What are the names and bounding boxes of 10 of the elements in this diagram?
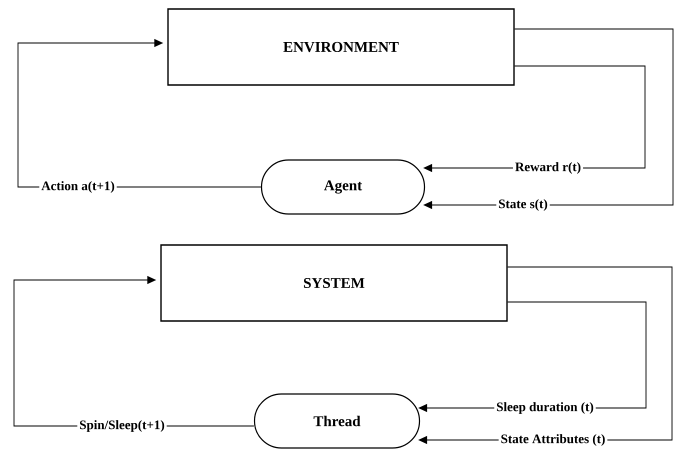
rounded-box: Thread — [254, 393, 420, 449]
edge-label: Reward r(t) — [512, 160, 584, 176]
process-box: ENVIRONMENT — [167, 8, 515, 86]
edge-label: Action a(t+1) — [39, 179, 117, 195]
process-box: SYSTEM — [160, 244, 508, 322]
edge-label: Spin/Sleep(t+1) — [77, 418, 167, 434]
edge-label: State s(t) — [496, 197, 550, 213]
edge-label: Sleep duration (t) — [494, 400, 596, 416]
rounded-box: Agent — [260, 159, 426, 215]
edge-label: State Attributes (t) — [498, 432, 608, 448]
